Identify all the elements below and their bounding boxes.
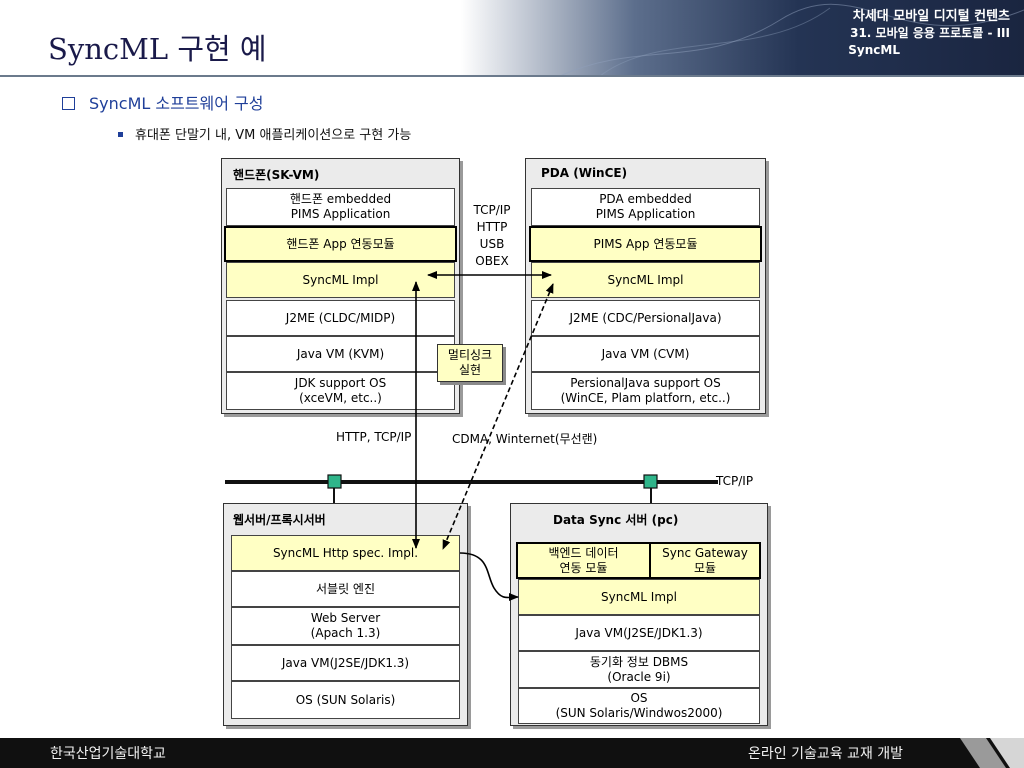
webserver-panel-title: 웹서버/프록시서버 [233, 513, 326, 527]
phone-os: JDK support OS (xceVM, etc..) [226, 372, 455, 410]
checkbox-bullet-icon [62, 97, 75, 110]
datasync-dbms: 동기화 정보 DBMS (Oracle 9i) [518, 651, 760, 688]
header-course-title: 차세대 모바일 디지털 컨텐츠 [852, 9, 1010, 24]
footer-institution: 한국산업기술대학교 [50, 746, 166, 762]
network-bus-label: TCP/IP [716, 474, 754, 488]
pda-app-link-module: PIMS App 연동모듈 [529, 226, 762, 262]
phone-syncml-impl: SyncML Impl [226, 262, 455, 298]
header-chapter: 31. 모바일 응용 프로토콜 - III [850, 26, 1010, 40]
protocol-list: TCP/IP HTTP USB OBEX [473, 203, 511, 268]
phone-app-link-module: 핸드폰 App 연동모듈 [224, 226, 457, 262]
multisync-callout: 멀티싱크 실현 [437, 344, 503, 382]
webserver-java-vm: Java VM(J2SE/JDK1.3) [231, 645, 460, 681]
pda-syncml-impl: SyncML Impl [531, 262, 760, 298]
footer-project: 온라인 기술교육 교재 개발 [748, 746, 904, 762]
footer-bar [0, 738, 1024, 768]
section-heading-text: SyncML 소프트웨어 구성 [89, 94, 264, 113]
section-heading: SyncML 소프트웨어 구성 [62, 90, 264, 114]
phone-panel-title: 핸드폰(SK-VM) [233, 168, 320, 182]
pda-pims-app: PDA embedded PIMS Application [531, 188, 760, 226]
webserver-syncml-http: SyncML Http spec. Impl. [231, 535, 460, 571]
datasync-os: OS (SUN Solaris/Windwos2000) [518, 688, 760, 724]
pda-os: PersionalJava support OS (WinCE, Plam pl… [531, 372, 760, 410]
slide-title: SyncML 구현 예 [48, 32, 267, 66]
phone-java-vm: Java VM (KVM) [226, 336, 455, 372]
pda-j2me: J2ME (CDC/PersionalJava) [531, 300, 760, 336]
datasync-java-vm: Java VM(J2SE/JDK1.3) [518, 615, 760, 651]
webserver-web-server: Web Server (Apach 1.3) [231, 607, 460, 645]
datasync-panel-title: Data Sync 서버 (pc) [553, 513, 679, 527]
bullet-text: 휴대폰 단말기 내, VM 애플리케이션으로 구현 가능 [135, 128, 412, 143]
network-node-left [327, 474, 342, 489]
webserver-servlet-engine: 서블릿 엔진 [231, 571, 460, 607]
square-bullet-icon [118, 132, 123, 137]
pda-panel-title: PDA (WinCE) [541, 166, 628, 180]
header-course-info: 차세대 모바일 디지털 컨텐츠 31. 모바일 응용 프로토콜 - III Sy… [848, 8, 1010, 59]
header-divider [0, 75, 1024, 77]
phone-j2me: J2ME (CLDC/MIDP) [226, 300, 455, 336]
http-connection-label: HTTP, TCP/IP [336, 430, 412, 444]
datasync-gateway-module: Sync Gateway 모듈 [649, 542, 761, 579]
footer-decoration [960, 738, 1024, 768]
phone-pims-app: 핸드폰 embedded PIMS Application [226, 188, 455, 226]
webserver-os: OS (SUN Solaris) [231, 681, 460, 719]
bullet-item: 휴대폰 단말기 내, VM 애플리케이션으로 구현 가능 [118, 124, 411, 143]
datasync-syncml-impl: SyncML Impl [518, 579, 760, 615]
pda-java-vm: Java VM (CVM) [531, 336, 760, 372]
header-topic: SyncML [848, 43, 900, 57]
header-background [0, 0, 1024, 76]
datasync-backend-module: 백엔드 데이터 연동 모듈 [516, 542, 651, 579]
network-node-right [643, 474, 658, 489]
cdma-connection-label: CDMA, Winternet(무선랜) [452, 432, 598, 446]
